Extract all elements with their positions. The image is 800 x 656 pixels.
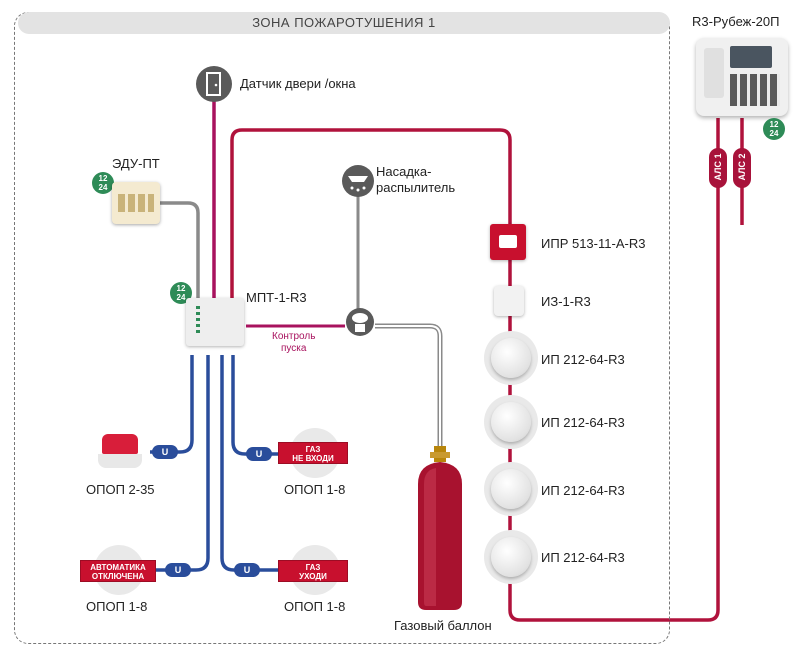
nozzle-label: Насадка- распылитель <box>376 164 456 195</box>
mpt-device-icon <box>186 298 244 346</box>
smoke-detector-icon <box>491 402 531 442</box>
ipr-device-icon <box>490 224 526 260</box>
u-box-opop235: U <box>152 445 178 459</box>
blue-line-auto-off <box>155 355 210 572</box>
gas-no-enter-sign: ГАЗ НЕ ВХОДИ <box>278 442 348 464</box>
smoke-detector-icon <box>491 469 531 509</box>
iz-device-icon <box>494 286 524 316</box>
controller-power-badge: 12 24 <box>763 118 785 140</box>
opop-235-label: ОПОП 2-35 <box>86 482 155 497</box>
u-box-auto-off: U <box>165 563 191 577</box>
iz-label: ИЗ-1-R3 <box>541 294 591 309</box>
ip-2-label: ИП 212-64-R3 <box>541 415 625 430</box>
ipr-label: ИПР 513-11-А-R3 <box>541 236 646 251</box>
siren-icon <box>98 434 142 470</box>
door-icon <box>196 66 232 102</box>
start-control-label: Контроль пуска <box>272 331 316 354</box>
auto-off-sign: АВТОМАТИКА ОТКЛЮЧЕНА <box>80 560 156 582</box>
smoke-detector-icon <box>491 338 531 378</box>
start-control-lamp-icon <box>346 308 374 336</box>
als2-label: АЛС 2 <box>733 148 751 188</box>
opop-gas-enter-label: ОПОП 1-8 <box>284 482 346 497</box>
opop-gas-leave-label: ОПОП 1-8 <box>284 599 346 614</box>
opop-auto-off-label: ОПОП 1-8 <box>86 599 148 614</box>
blue-line-gas-leave <box>220 355 280 572</box>
ip-1-label: ИП 212-64-R3 <box>541 352 625 367</box>
edu-line <box>160 201 200 300</box>
controller-label: R3-Рубеж-20П <box>692 14 780 29</box>
edu-device-icon <box>112 182 160 224</box>
edu-label: ЭДУ-ПТ <box>112 156 160 171</box>
door-sensor-label: Датчик двери /окна <box>240 76 356 91</box>
ip-4-label: ИП 212-64-R3 <box>541 550 625 565</box>
mpt-label: МПТ-1-R3 <box>246 290 307 305</box>
gas-cylinder-label: Газовый баллон <box>394 618 492 633</box>
ip-3-label: ИП 212-64-R3 <box>541 483 625 498</box>
controller-panel-icon <box>696 38 788 116</box>
smoke-detector-icon <box>491 537 531 577</box>
gas-cylinder-icon <box>418 446 462 610</box>
zone-title: ЗОНА ПОЖАРОТУШЕНИЯ 1 <box>18 12 670 34</box>
u-box-gas-leave: U <box>234 563 260 577</box>
gas-leave-sign: ГАЗ УХОДИ <box>278 560 348 582</box>
nozzle-icon <box>342 165 374 197</box>
als1-label: АЛС 1 <box>709 148 727 188</box>
blue-line-gas-enter <box>231 355 280 456</box>
u-box-gas-enter: U <box>246 447 272 461</box>
edu-power-badge: 12 24 <box>92 172 114 194</box>
blue-line-opop235 <box>150 355 194 454</box>
